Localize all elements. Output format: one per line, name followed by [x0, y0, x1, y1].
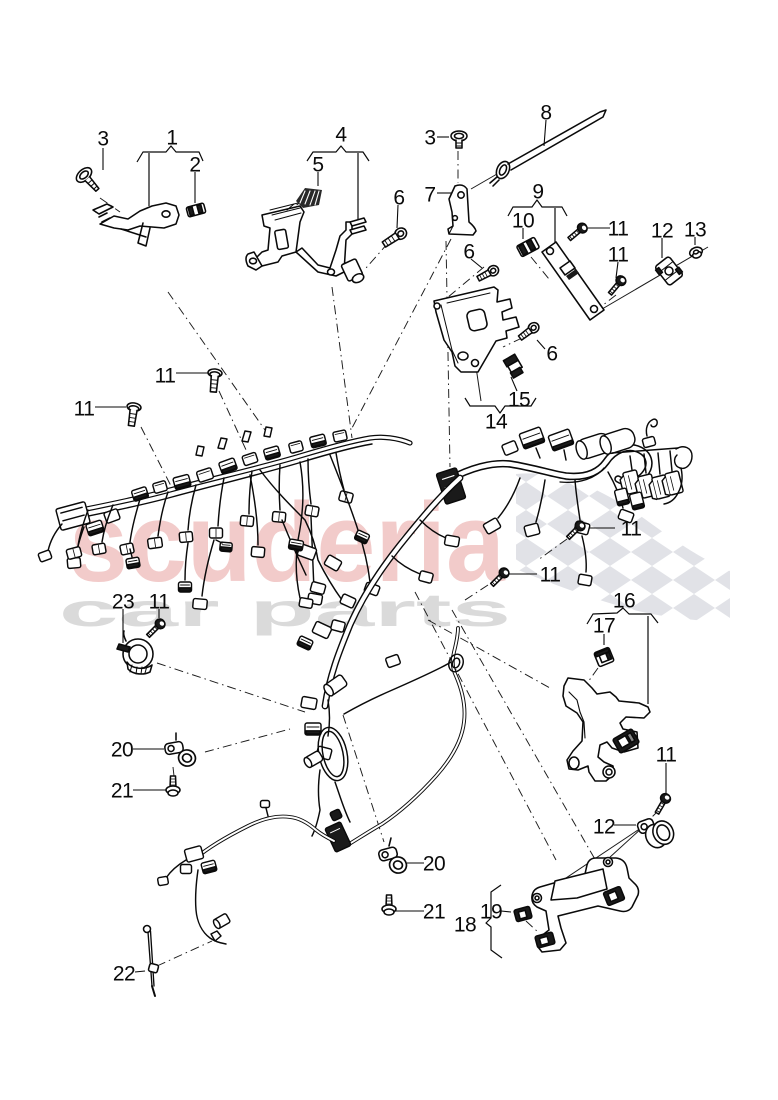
svg-text:18: 18	[454, 914, 476, 937]
svg-text:2: 2	[189, 154, 200, 177]
svg-text:10: 10	[512, 210, 534, 233]
svg-text:1: 1	[166, 127, 177, 150]
svg-text:6: 6	[546, 343, 557, 366]
svg-text:11: 11	[608, 218, 629, 241]
svg-text:11: 11	[621, 518, 642, 541]
svg-text:7: 7	[424, 184, 435, 207]
svg-text:22: 22	[113, 963, 135, 986]
svg-text:12: 12	[593, 816, 615, 839]
svg-text:13: 13	[684, 219, 706, 242]
svg-text:11: 11	[74, 398, 95, 421]
svg-text:5: 5	[312, 154, 323, 177]
svg-text:16: 16	[613, 590, 635, 613]
svg-text:15: 15	[508, 389, 530, 412]
svg-text:car parts: car parts	[59, 584, 511, 636]
svg-text:23: 23	[112, 591, 134, 614]
svg-text:8: 8	[540, 102, 551, 125]
svg-text:21: 21	[423, 901, 445, 924]
svg-text:6: 6	[393, 187, 404, 210]
svg-text:11: 11	[656, 744, 677, 767]
svg-text:20: 20	[423, 853, 445, 876]
svg-text:17: 17	[593, 615, 615, 638]
svg-text:11: 11	[608, 244, 629, 267]
svg-text:11: 11	[155, 365, 176, 388]
svg-text:12: 12	[651, 220, 673, 243]
svg-text:11: 11	[149, 591, 170, 614]
svg-text:19: 19	[480, 901, 502, 924]
svg-text:20: 20	[111, 739, 133, 762]
svg-text:14: 14	[485, 411, 508, 434]
svg-text:11: 11	[540, 564, 561, 587]
svg-text:21: 21	[111, 780, 133, 803]
svg-text:3: 3	[97, 128, 108, 151]
svg-text:9: 9	[532, 181, 543, 204]
svg-text:3: 3	[424, 127, 435, 150]
svg-text:6: 6	[463, 241, 474, 264]
svg-text:4: 4	[335, 124, 347, 147]
